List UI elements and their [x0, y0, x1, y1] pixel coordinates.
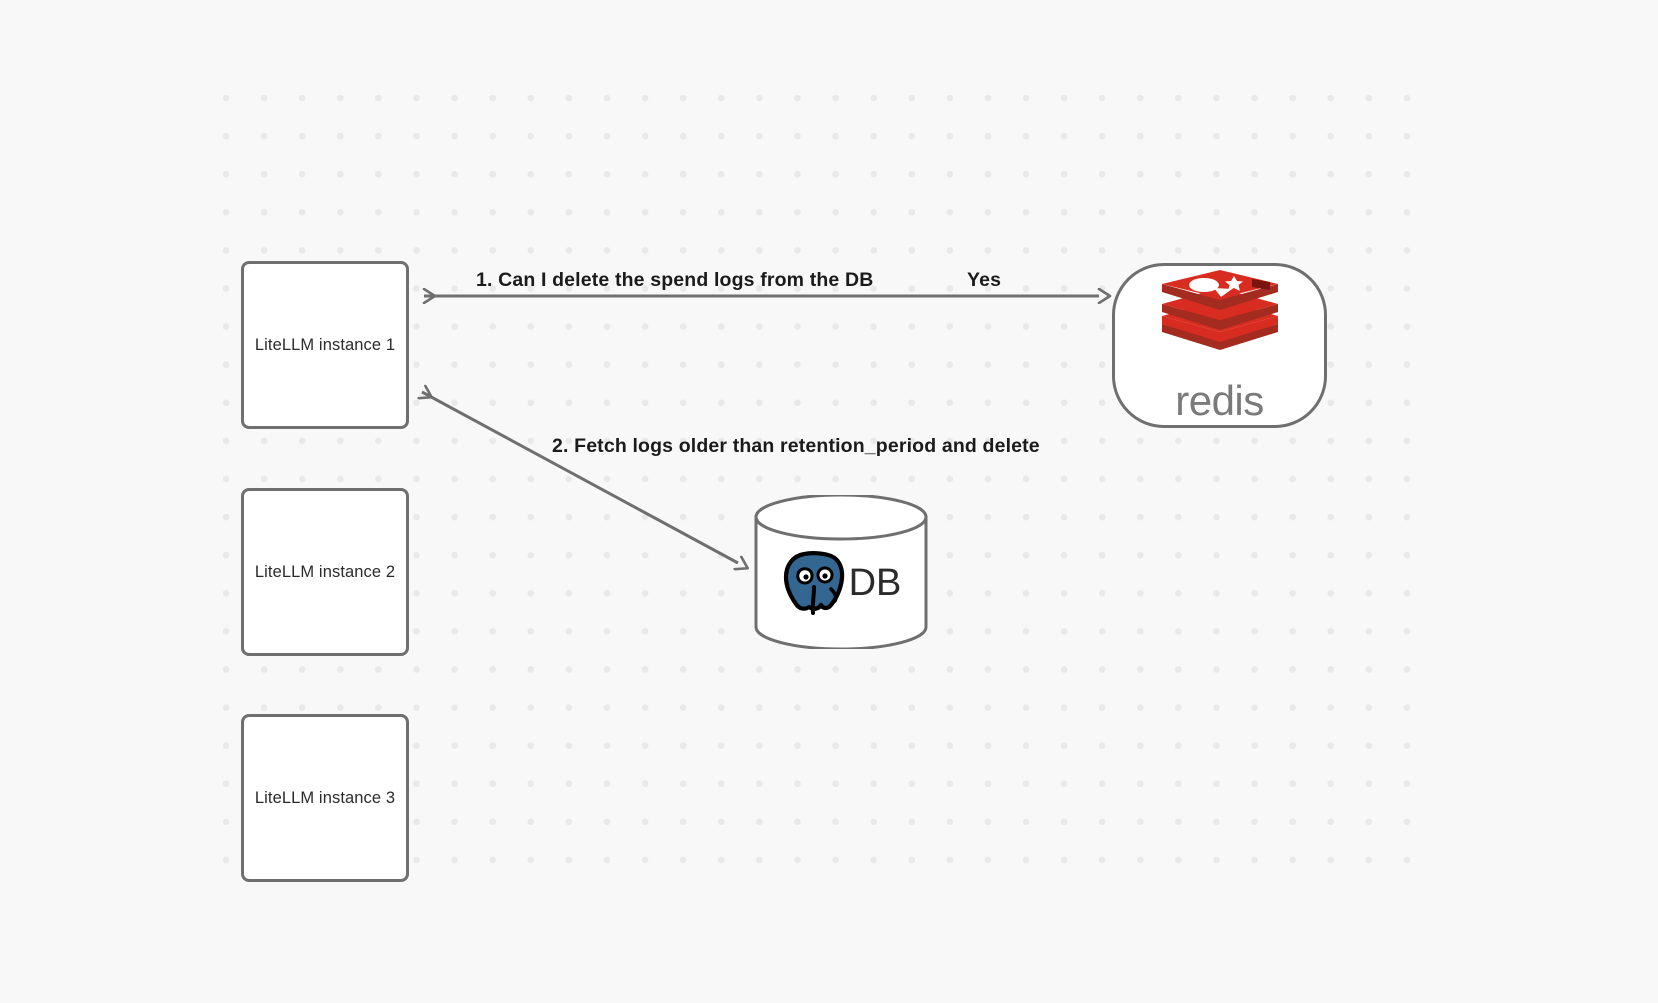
redis-label: redis [1175, 376, 1264, 424]
node-litellm-instance-3[interactable]: LiteLLM instance 3 [241, 714, 409, 882]
redis-logo-icon [1161, 269, 1278, 350]
postgresql-elephant-icon [783, 551, 844, 615]
edge-label-yes: Yes [967, 269, 1002, 291]
node-label: LiteLLM instance 2 [254, 562, 396, 581]
node-litellm-instance-1[interactable]: LiteLLM instance 1 [241, 261, 409, 429]
edge-label-1: 1. Can I delete the spend logs from the … [476, 269, 874, 291]
edge-label-2: 2. Fetch logs older than retention_perio… [552, 435, 1040, 457]
node-litellm-instance-2[interactable]: LiteLLM instance 2 [241, 488, 409, 656]
node-label: LiteLLM instance 3 [254, 788, 396, 807]
node-postgres-db[interactable]: DB [753, 495, 929, 649]
node-label: LiteLLM instance 1 [254, 335, 396, 354]
node-redis[interactable]: redis [1112, 263, 1327, 428]
db-label: DB [848, 562, 902, 604]
edge-litellm1-db [422, 392, 738, 563]
